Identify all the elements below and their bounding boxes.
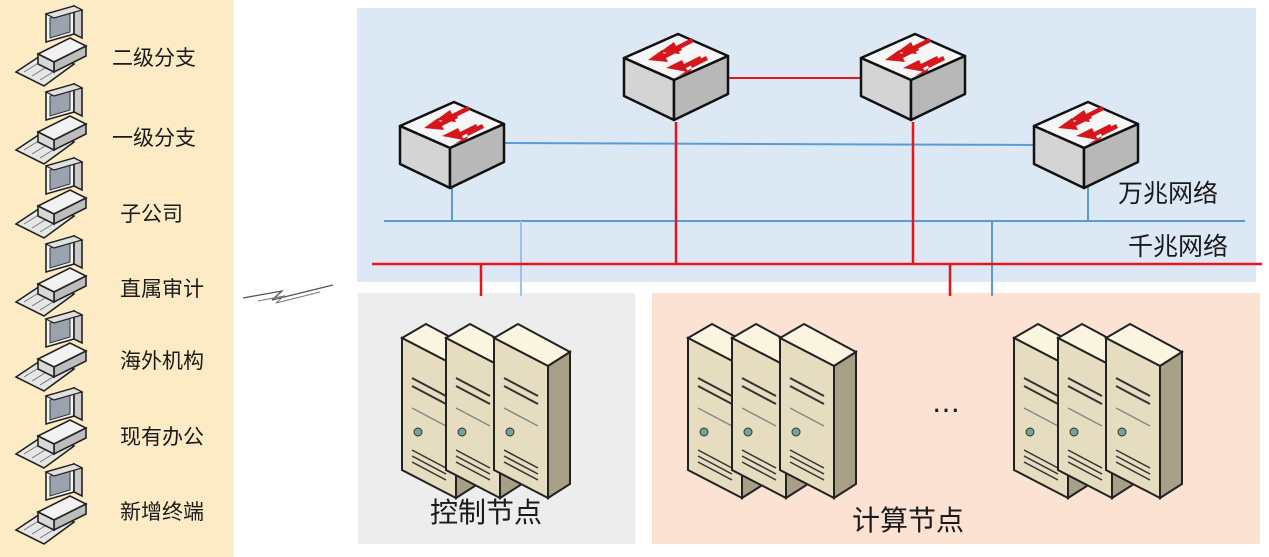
- compute-server-group-left: [687, 323, 857, 499]
- compute-nodes-label: 计算节点: [852, 504, 964, 537]
- gig-network-label: 千兆网络: [1128, 232, 1228, 261]
- client-item: 直属审计: [15, 235, 204, 317]
- tower-server-icon: [779, 323, 857, 499]
- control-server-group: [401, 323, 571, 499]
- client-item: 海外机构: [15, 310, 204, 392]
- client-label: 直属审计: [120, 277, 204, 301]
- client-item: 二级分支: [15, 5, 196, 87]
- client-label: 一级分支: [112, 126, 196, 150]
- client-label: 海外机构: [120, 349, 204, 373]
- client-label: 子公司: [120, 202, 183, 226]
- compute-server-group-right: [1013, 323, 1183, 499]
- control-nodes-label: 控制节点: [430, 496, 542, 529]
- client-list: 二级分支 一级分支 子公司 直属审计 海外机构 现有办公 新增终端: [15, 5, 204, 545]
- client-label: 新增终端: [120, 500, 204, 524]
- client-item: 一级分支: [15, 83, 196, 165]
- client-label: 二级分支: [112, 46, 196, 70]
- network-links: [372, 77, 1262, 296]
- tower-server-icon: [493, 323, 571, 499]
- client-item: 子公司: [15, 157, 183, 239]
- ten-gig-network-label: 万兆网络: [1118, 179, 1218, 208]
- client-item: 现有办公: [15, 387, 204, 469]
- wan-lightning-link-icon: [242, 284, 334, 304]
- client-label: 现有办公: [120, 425, 204, 449]
- client-item: 新增终端: [15, 463, 204, 545]
- tower-server-icon: [1105, 323, 1183, 499]
- compute-ellipsis: …: [932, 386, 960, 419]
